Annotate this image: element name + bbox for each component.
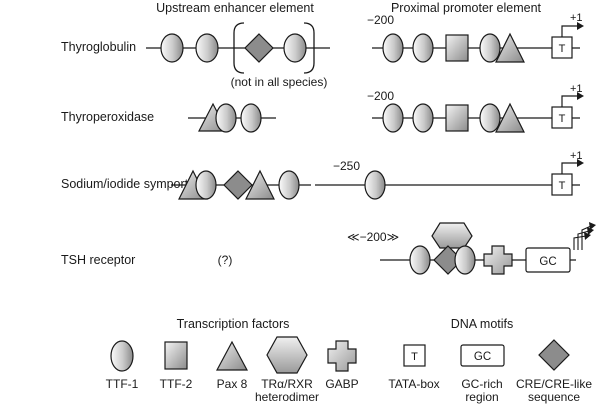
legend-tata-symbol: T bbox=[411, 351, 418, 363]
open-bracket bbox=[233, 22, 245, 74]
legend-cre-label: CRE/CRE-like bbox=[516, 377, 592, 391]
dna-legend-title: DNA motifs bbox=[451, 317, 514, 331]
ttf1-site bbox=[454, 245, 476, 275]
tss-arrow bbox=[561, 25, 578, 37]
ttf1-site bbox=[364, 170, 386, 200]
legend-pax8-icon bbox=[215, 340, 249, 371]
tss-arrow bbox=[561, 95, 578, 107]
upstream-header: Upstream enhancer element bbox=[156, 1, 314, 15]
tss-label: +1 bbox=[570, 150, 583, 162]
legend-gc-icon bbox=[460, 344, 505, 367]
cre-site bbox=[223, 170, 253, 200]
legend-cre-label-line2: sequence bbox=[528, 390, 580, 404]
species-note: (not in all species) bbox=[231, 75, 328, 89]
ttf1-site bbox=[382, 103, 404, 133]
cre-site bbox=[244, 33, 274, 63]
legend-gabp-label: GABP bbox=[325, 377, 358, 391]
tss-arrowhead bbox=[577, 92, 584, 100]
gc-box bbox=[525, 247, 571, 273]
ttf1-site bbox=[412, 33, 434, 63]
legend-cre-icon bbox=[538, 339, 570, 371]
legend-gc-label-line2: region bbox=[465, 390, 498, 404]
ttf1-site bbox=[412, 103, 434, 133]
multiple-tss-arrows bbox=[573, 225, 592, 250]
tr-rxr-site bbox=[431, 222, 473, 249]
ttf1-site bbox=[479, 103, 501, 133]
ttf1-site bbox=[283, 33, 307, 63]
legend-pax8-label: Pax 8 bbox=[217, 377, 248, 391]
gene-label: Thyroperoxidase bbox=[61, 110, 154, 124]
gene-label: Thyroglobulin bbox=[61, 40, 136, 54]
legend-ttf2-label: TTF-2 bbox=[160, 377, 193, 391]
legend-ttf1-icon bbox=[110, 340, 134, 372]
pax8-site bbox=[495, 32, 525, 63]
gc-symbol: GC bbox=[539, 256, 556, 268]
tss-label: +1 bbox=[570, 12, 583, 24]
ttf1-site bbox=[278, 170, 300, 200]
gene-label: TSH receptor bbox=[61, 253, 135, 267]
legend-tr-rxr-label: TRα/RXR bbox=[261, 377, 313, 391]
legend-gabp-icon bbox=[327, 340, 357, 372]
tata-box bbox=[551, 106, 573, 129]
ttf1-site bbox=[195, 170, 217, 200]
gene-label: Sodium/iodide symporter bbox=[61, 177, 199, 191]
unknown-note: (?) bbox=[218, 253, 233, 267]
close-bracket bbox=[303, 22, 315, 74]
position-label: −250 bbox=[333, 159, 360, 173]
ttf1-site bbox=[160, 33, 184, 63]
position-label: −200 bbox=[367, 13, 394, 27]
row-sodium-iodide-symporter: Sodium/iodide symporter −250 +1 T bbox=[61, 150, 584, 200]
ttf1-site bbox=[195, 33, 219, 63]
position-label: ≪−200≫ bbox=[347, 230, 399, 244]
tata-symbol: T bbox=[559, 43, 566, 55]
tss-arrowhead bbox=[587, 227, 594, 235]
legend-tr-rxr-label-line2: heterodimer bbox=[255, 390, 319, 404]
tata-symbol: T bbox=[559, 180, 566, 192]
ttf2-site bbox=[445, 34, 469, 62]
ttf2-site bbox=[445, 104, 469, 132]
tata-box bbox=[551, 173, 573, 196]
ttf1-site bbox=[382, 33, 404, 63]
legend-tata-icon bbox=[403, 344, 426, 367]
tss-arrowhead bbox=[577, 22, 584, 30]
ttf1-site bbox=[479, 33, 501, 63]
position-label: −200 bbox=[367, 89, 394, 103]
tss-arrow bbox=[561, 162, 578, 174]
legend-tr-rxr-icon bbox=[266, 336, 308, 374]
legend-tata-label: TATA-box bbox=[388, 377, 439, 391]
row-tsh-receptor: TSH receptor (?) ≪−200≫ GC bbox=[61, 222, 596, 275]
ttf1-site bbox=[240, 103, 262, 133]
legend: Transcription factors DNA motifs TTF-1 T… bbox=[106, 317, 593, 404]
pax8-site bbox=[245, 169, 275, 200]
proximal-header: Proximal promoter element bbox=[391, 1, 542, 15]
tss-arrowhead bbox=[589, 222, 596, 230]
legend-gc-label: GC-rich bbox=[461, 377, 502, 391]
gabp-site bbox=[483, 245, 513, 275]
legend-ttf2-icon bbox=[164, 341, 188, 370]
tata-box bbox=[551, 36, 573, 59]
tata-symbol: T bbox=[559, 113, 566, 125]
legend-gc-symbol: GC bbox=[474, 351, 491, 363]
pax8-site bbox=[495, 102, 525, 133]
ttf1-site bbox=[215, 103, 237, 133]
legend-ttf1-label: TTF-1 bbox=[106, 377, 139, 391]
row-thyroglobulin: Thyroglobulin (not in all species) −200 … bbox=[61, 12, 584, 89]
tss-arrowhead bbox=[584, 232, 591, 240]
tf-legend-title: Transcription factors bbox=[177, 317, 290, 331]
ttf1-site bbox=[409, 245, 431, 275]
row-thyroperoxidase: Thyroperoxidase −200 +1 T bbox=[61, 83, 584, 133]
tss-label: +1 bbox=[570, 83, 583, 95]
tss-arrowhead bbox=[577, 159, 584, 167]
